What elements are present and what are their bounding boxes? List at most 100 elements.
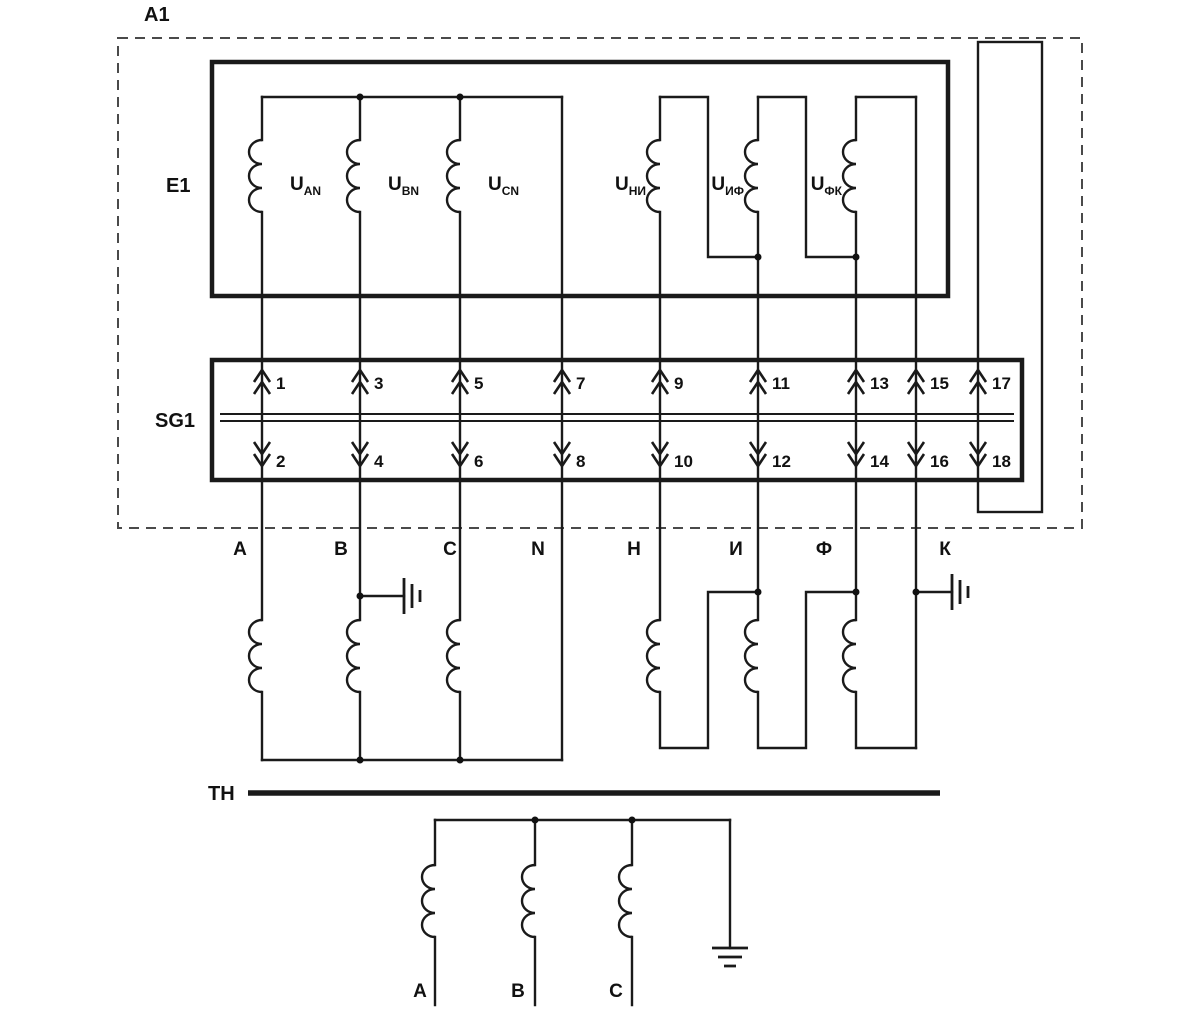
coil-secondary-a <box>247 618 263 694</box>
coil-secondary-f <box>841 618 857 694</box>
contact-down-icon-18 <box>968 441 988 469</box>
phase-label-f: Ф <box>816 539 832 560</box>
coil-e1-ucn <box>445 138 461 214</box>
e1-block: E1 <box>166 59 951 299</box>
winding-label-uni: UНИ <box>615 174 646 198</box>
terminal-number-top: 5 <box>474 374 483 393</box>
contact-up-icon-3 <box>350 367 370 395</box>
sg1-label: SG1 <box>155 410 195 432</box>
junction-dot <box>912 588 920 596</box>
junction-dot <box>754 588 762 596</box>
contact-up-icon-7 <box>552 367 572 395</box>
wire-phase-nh <box>658 95 760 750</box>
junction-dot <box>852 253 860 261</box>
contact-down-icon-14 <box>846 441 866 469</box>
junction-dot <box>356 756 364 764</box>
wire-phase-b <box>358 95 406 762</box>
junction-dot <box>754 253 762 261</box>
junction-dot <box>356 592 364 600</box>
contact-down-icon-8 <box>552 441 572 469</box>
a1-block: A1 <box>117 4 1083 529</box>
junction-dots <box>356 93 920 824</box>
a1-dashed-border <box>117 37 1083 529</box>
sg1-block: SG1 <box>155 357 1025 483</box>
coil-e1-uan <box>247 138 263 214</box>
sg1-border <box>209 357 1025 483</box>
terminal-number-bottom: 14 <box>870 452 889 471</box>
terminal-number-top: 17 <box>992 374 1011 393</box>
contact-down-icon-10 <box>650 441 670 469</box>
terminal-numbers: 1 3 5 7 9 11 13 15 17 2 4 6 8 10 12 14 1… <box>276 374 1011 471</box>
contact-down-icon-6 <box>450 441 470 469</box>
sg1-connector-strip <box>220 413 1014 422</box>
terminal-number-top: 3 <box>374 374 383 393</box>
phase-label-a: A <box>233 539 247 560</box>
contact-up-icon-5 <box>450 367 470 395</box>
terminal-number-bottom: 10 <box>674 452 693 471</box>
a1-label: A1 <box>144 4 170 26</box>
wires <box>260 40 1044 1007</box>
winding-label-ucn: UCN <box>488 174 519 198</box>
terminal-17-18-loop-wire <box>976 40 1044 514</box>
winding-label-uan: UAN <box>290 174 321 198</box>
junction-dot <box>356 93 364 101</box>
terminal-number-top: 11 <box>772 374 790 393</box>
contact-up-icon-13 <box>846 367 866 395</box>
coil-secondary-b <box>345 618 361 694</box>
ground-symbols <box>402 574 970 968</box>
coil-primary-a <box>420 863 436 939</box>
junction-dot <box>531 816 539 824</box>
phase-label-c: C <box>443 539 457 560</box>
coil-primary-b <box>520 863 536 939</box>
terminal-number-top: 15 <box>930 374 949 393</box>
contact-up-icon-9 <box>650 367 670 395</box>
phase-labels: A B C N Н И Ф К <box>233 539 951 560</box>
ground-icon-primary <box>712 946 748 968</box>
contact-up-icon-15 <box>906 367 926 395</box>
primary-phase-label-c: C <box>609 981 623 1002</box>
junction-dot <box>628 816 636 824</box>
primary-phase-label-b: B <box>511 981 525 1002</box>
contact-up-icon-11 <box>748 367 768 395</box>
terminal-number-top: 13 <box>870 374 889 393</box>
phase-label-nh: Н <box>627 539 641 560</box>
junction-dot <box>852 588 860 596</box>
coil-e1-uif <box>743 138 759 214</box>
contact-up-icon-17 <box>968 367 988 395</box>
contact-down-icon-12 <box>748 441 768 469</box>
contact-down-icon-16 <box>906 441 926 469</box>
phase-label-b: B <box>334 539 348 560</box>
junction-dot <box>456 93 464 101</box>
terminal-number-top: 9 <box>674 374 683 393</box>
e1-border <box>209 59 951 299</box>
terminal-number-bottom: 8 <box>576 452 585 471</box>
sg1-contacts <box>252 367 988 469</box>
contact-up-icon-1 <box>252 367 272 395</box>
winding-label-ufk: UФК <box>811 174 843 198</box>
contact-down-icon-2 <box>252 441 272 469</box>
wire-phase-f <box>854 95 918 750</box>
terminal-number-bottom: 2 <box>276 452 285 471</box>
ground-icon-b <box>402 578 422 614</box>
junction-dot <box>456 756 464 764</box>
wire-phase-i <box>756 95 858 750</box>
terminal-number-bottom: 18 <box>992 452 1011 471</box>
winding-labels: UAN UBN UCN UНИ UИФ UФК <box>290 174 843 198</box>
tn-label: ТН <box>208 783 235 805</box>
terminal-number-bottom: 16 <box>930 452 949 471</box>
ground-icon-k <box>950 574 970 610</box>
winding-label-ubn: UBN <box>388 174 419 198</box>
wire-phase-k <box>914 95 954 750</box>
coil-secondary-nh <box>645 618 661 694</box>
e1-label: E1 <box>166 175 190 197</box>
terminal-number-top: 7 <box>576 374 585 393</box>
coil-e1-ubn <box>345 138 361 214</box>
phase-label-i: И <box>729 539 743 560</box>
terminal-number-bottom: 4 <box>374 452 384 471</box>
e1-bracket-i-f <box>756 95 858 259</box>
tn-transformer: ТН A B C <box>208 783 940 1002</box>
coil-secondary-i <box>743 618 759 694</box>
